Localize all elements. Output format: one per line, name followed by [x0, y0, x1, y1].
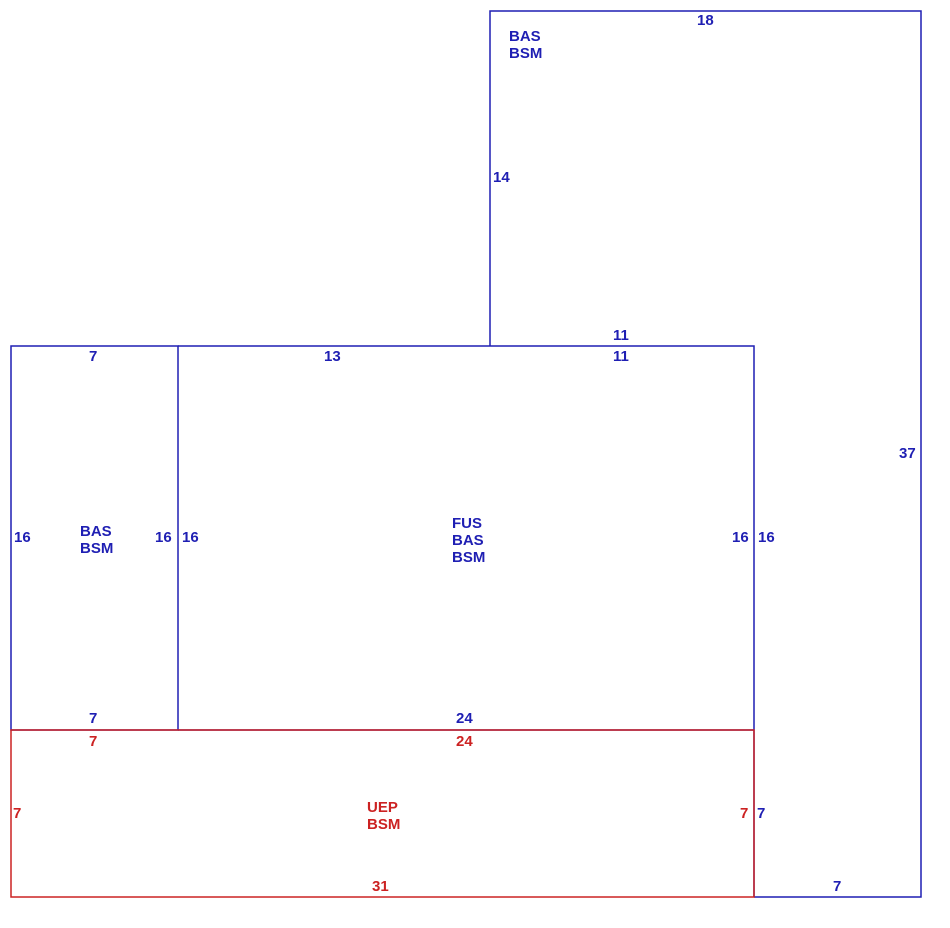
dim-center-top-left: 13: [324, 348, 341, 365]
left-area-label: BAS BSM: [80, 523, 116, 557]
dim-upper-left: 14: [493, 169, 510, 186]
dim-right-long: 37: [899, 445, 916, 462]
dim-porch-right: 7: [740, 805, 748, 822]
dim-right-porch: 7: [757, 805, 765, 822]
dim-left-left: 16: [14, 529, 31, 546]
dim-upper-bottom: 11: [613, 327, 629, 344]
porch-area-label: UEP BSM: [367, 799, 402, 833]
dim-porch-left: 7: [13, 805, 21, 822]
porch-outline: [10, 729, 755, 898]
dim-porch-top: 24: [456, 733, 473, 750]
upper-right-area-label: BAS BSM: [509, 28, 545, 62]
main-structure-outline: [10, 10, 922, 898]
dim-center-left: 16: [182, 529, 199, 546]
dim-porch-top-left: 7: [89, 733, 97, 750]
dim-upper-top: 18: [697, 12, 714, 29]
dim-center-top-right: 11: [613, 348, 629, 365]
center-area-label: FUS BAS BSM: [452, 515, 488, 566]
dim-left-bottom: 7: [89, 710, 97, 727]
dim-porch-bottom: 31: [372, 878, 389, 895]
upper-right-wing-outline: [489, 10, 922, 898]
dim-center-right: 16: [732, 529, 749, 546]
dim-right-bottom: 7: [833, 878, 841, 895]
center-room-outline: [178, 345, 755, 897]
dim-left-top: 7: [89, 348, 97, 365]
dim-center-bottom: 24: [456, 710, 473, 727]
dim-right-inner: 16: [758, 529, 775, 546]
dim-left-right: 16: [155, 529, 172, 546]
